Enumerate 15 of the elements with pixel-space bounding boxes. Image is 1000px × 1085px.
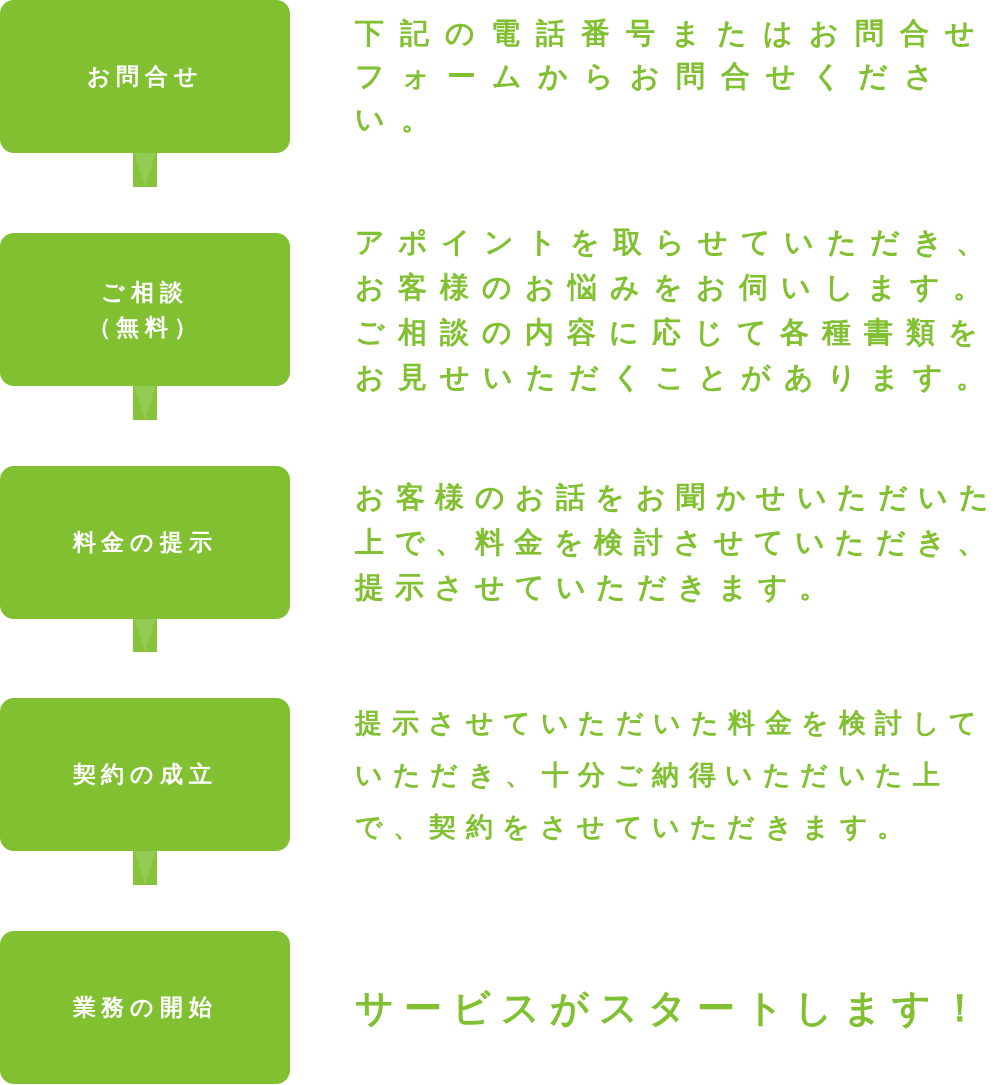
step-description: お客様のお話をお聞かせいただいた上で、料金を検討させていただき、提示させていただきます。 [355,479,1000,606]
step-description: アポイントを取らせていただき、お客様のお悩みをお伺いします。ご相談の内容に応じて各種書類をお見せいただくことがあります。 [355,223,999,396]
process-box [0,931,290,1084]
step-label: 契約の成立 [72,760,218,790]
step-label: 料金の提示 [72,528,218,558]
step-label: お問合せ [86,62,204,92]
process-box [0,233,290,386]
process-box [0,0,290,153]
process-box [0,466,290,619]
process-box [0,698,290,851]
step-description: サービスがスタートします！ [355,984,989,1032]
step-label: 業務の開始 [72,993,218,1023]
step-description: 提示させていただいた料金を検討していただき、十分ご納得いただいた上で、契約をさせていただきます。 [355,705,988,844]
step-label: ご相談（無料） [86,278,204,342]
step-description: 下記の電話番号またはお問合せフォームからお問合せください。 [355,15,992,138]
